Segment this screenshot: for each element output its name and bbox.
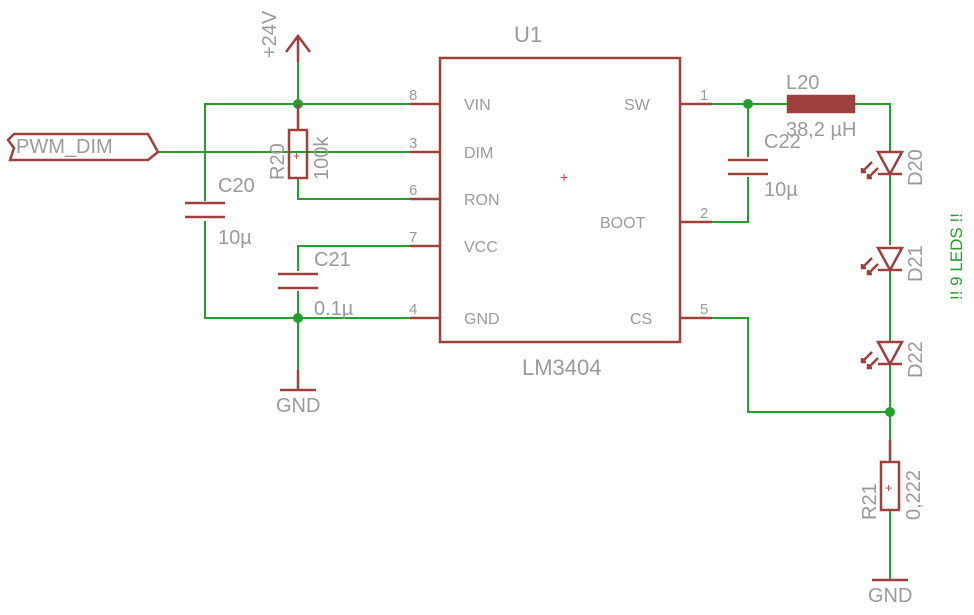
ic-ref: U1	[514, 22, 542, 47]
pin-num-2: 2	[700, 205, 708, 222]
pin-num-7: 7	[409, 229, 417, 246]
pin-name-vin: VIN	[464, 97, 491, 114]
d22-ref: D22	[905, 341, 927, 378]
led-d20-icon	[875, 150, 905, 177]
wire-l20-right	[853, 103, 891, 151]
resistor-r20: + R20 100k	[267, 104, 333, 180]
l20-ref: L20	[786, 72, 819, 94]
resistor-r20-body	[287, 128, 309, 180]
resistor-r21-body	[879, 460, 901, 512]
c22-value: 10µ	[764, 179, 798, 201]
ground-right: GND	[868, 578, 912, 607]
r21-value: 0,222	[903, 470, 925, 520]
d20-ref: D20	[905, 149, 927, 186]
resistor-r21: + R21 0,222	[859, 440, 925, 520]
pin-name-cs: CS	[630, 311, 652, 328]
capacitor-c22: C22 10µ	[728, 131, 801, 201]
capacitor-c21: C21 0.1µ	[278, 249, 354, 320]
capacitor-c20: C20 10µ	[185, 175, 255, 249]
ic-part: LM3404	[522, 355, 602, 380]
c20-ref: C20	[218, 175, 255, 197]
led-d21: D21	[860, 245, 927, 282]
c21-ref: C21	[314, 249, 351, 271]
l20-value: 38,2 µH	[786, 119, 856, 141]
c21-value: 0.1µ	[314, 298, 354, 320]
c22-ref: C22	[764, 131, 801, 153]
led-count-note: !! 9 LEDS !!	[947, 213, 966, 300]
junction-cs	[885, 407, 895, 417]
wires	[157, 61, 891, 581]
led-d20: D20	[860, 149, 927, 186]
supply-24v: +24V	[259, 10, 311, 62]
r20-value: 100k	[311, 136, 333, 180]
junction-sw	[743, 99, 753, 109]
inductor-l20-body	[786, 94, 856, 114]
port-shape	[6, 132, 160, 162]
supply-label: +24V	[259, 10, 281, 58]
pin-num-6: 6	[409, 182, 417, 199]
led-d21-icon	[875, 246, 905, 273]
ic-center-mark: +	[560, 169, 568, 185]
pwm-dim-label: PWM_DIM	[16, 136, 113, 158]
pin-name-dim: DIM	[464, 145, 493, 162]
ground-left: GND	[276, 370, 320, 417]
led-d22: D22	[860, 340, 927, 378]
pin-name-ron: RON	[464, 192, 500, 209]
pin-name-sw: SW	[624, 97, 651, 114]
pin-num-4: 4	[409, 301, 417, 318]
ground-right-label: GND	[868, 585, 912, 607]
c20-value: 10µ	[218, 227, 252, 249]
wire-c20-bottom	[204, 221, 441, 319]
ic-u1: U1 LM3404 + VIN DIM RON VCC GND 8 3 6 7 …	[409, 22, 712, 380]
pwm-dim-port: PWM_DIM	[6, 132, 160, 162]
wire-cs	[679, 317, 891, 413]
r20-ref: R20	[267, 143, 289, 180]
junctions	[293, 99, 895, 417]
pin-num-1: 1	[700, 87, 708, 104]
wire-r20-bottom	[297, 177, 441, 200]
inductor-l20: L20 38,2 µH	[786, 72, 856, 141]
wire-vcc	[297, 245, 441, 271]
d21-ref: D21	[905, 245, 927, 282]
pin-num-8: 8	[409, 87, 417, 104]
r21-ref: R21	[859, 483, 881, 520]
junction-gnd	[293, 313, 303, 323]
svg-text:+: +	[293, 149, 300, 163]
pin-name-gnd: GND	[464, 311, 500, 328]
pin-num-5: 5	[700, 301, 708, 318]
pin-name-boot: BOOT	[600, 215, 646, 232]
ground-left-label: GND	[276, 395, 320, 417]
wire-c22-bottom	[679, 177, 749, 223]
led-d22-icon	[875, 340, 905, 367]
pin-num-3: 3	[409, 135, 417, 152]
pin-name-vcc: VCC	[464, 239, 498, 256]
svg-text:+: +	[885, 481, 892, 495]
